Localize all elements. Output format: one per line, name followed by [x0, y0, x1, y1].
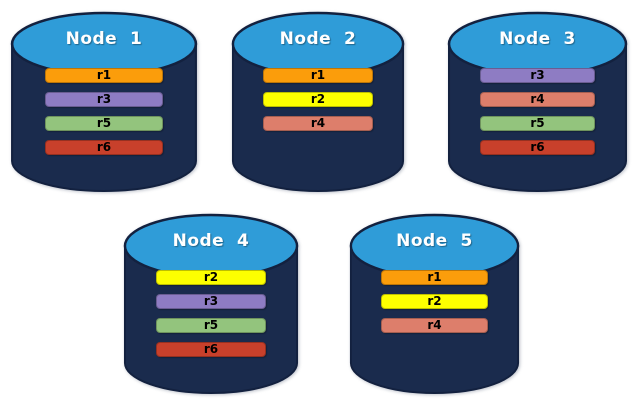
replica-bar-r2: r2 — [155, 270, 267, 285]
replica-bar-r3: r3 — [44, 92, 164, 107]
replica-list: r1 r3 r5 r6 — [44, 68, 164, 155]
replica-bar-r6: r6 — [480, 140, 595, 155]
database-node-5: Node 5 r1 r2 r4 — [349, 210, 520, 396]
node-title: Node 4 — [172, 231, 250, 251]
database-node-1: Node 1 r1 r3 r5 r6 — [10, 8, 198, 194]
database-node-3: Node 3 r3 r4 r5 r6 — [447, 8, 628, 194]
replica-bar-r4: r4 — [480, 92, 595, 107]
replica-bar-r2: r2 — [380, 294, 489, 309]
replica-bar-r5: r5 — [480, 116, 595, 131]
replica-bar-r4: r4 — [380, 318, 489, 333]
node-title: Node 5 — [396, 231, 473, 251]
replica-bar-r1: r1 — [263, 68, 373, 83]
replica-bar-r1: r1 — [380, 270, 489, 285]
replica-list: r3 r4 r5 r6 — [480, 68, 595, 155]
replica-list: r1 r2 r4 — [380, 270, 489, 333]
replica-bar-r3: r3 — [155, 294, 267, 309]
replica-bar-r5: r5 — [155, 318, 267, 333]
node-title: Node 3 — [499, 29, 576, 49]
replica-bar-r4: r4 — [263, 116, 373, 131]
node-title: Node 2 — [279, 29, 357, 49]
replica-bar-r5: r5 — [44, 116, 164, 131]
replica-list: r1 r2 r4 — [263, 68, 373, 131]
replica-bar-r6: r6 — [155, 342, 267, 357]
database-node-2: Node 2 r1 r2 r4 — [231, 8, 405, 194]
node-title: Node 1 — [65, 29, 143, 49]
database-node-4: Node 4 r2 r3 r5 r6 — [123, 210, 299, 396]
replica-bar-r6: r6 — [44, 140, 164, 155]
replica-bar-r1: r1 — [44, 68, 164, 83]
replica-bar-r2: r2 — [263, 92, 373, 107]
replica-list: r2 r3 r5 r6 — [155, 270, 267, 357]
replica-bar-r3: r3 — [480, 68, 595, 83]
